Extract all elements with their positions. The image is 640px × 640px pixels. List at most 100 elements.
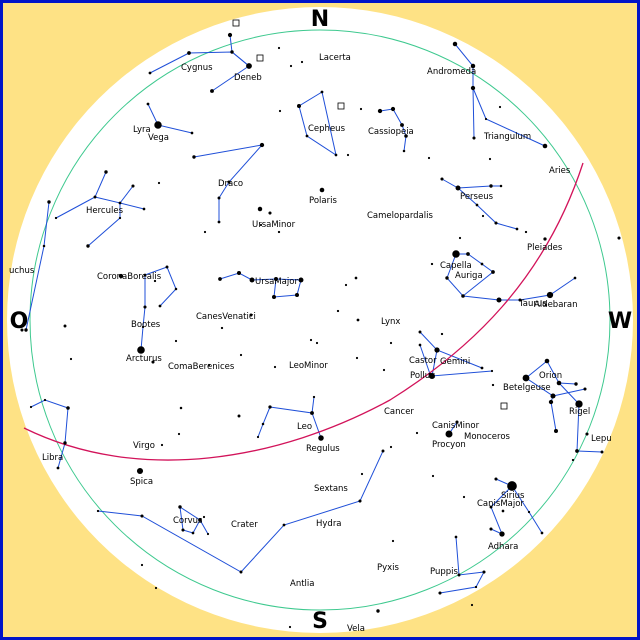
deep-sky-object-marker: [500, 402, 508, 410]
star: [256, 435, 260, 439]
compass-north: N: [311, 7, 329, 32]
star: [466, 252, 470, 256]
star: [202, 515, 206, 519]
star: [277, 230, 281, 234]
star: [336, 309, 340, 313]
sky-label: CoronaBorealis: [97, 272, 162, 282]
star: [574, 382, 578, 386]
sky-label: Cassiopeia: [368, 127, 414, 137]
star: [239, 353, 243, 357]
star: [455, 185, 461, 191]
constellation-line: [525, 377, 557, 432]
star: [482, 570, 486, 574]
star: [489, 505, 493, 509]
constellation-line: [140, 275, 146, 351]
star: [289, 64, 293, 68]
star: [404, 134, 408, 138]
star: [305, 134, 309, 138]
star: [192, 155, 196, 159]
sky-label: Lynx: [381, 317, 400, 327]
sky-label: Pollux: [410, 371, 435, 381]
star: [151, 360, 155, 364]
deep-sky-markers: [232, 19, 508, 410]
star: [187, 51, 191, 55]
star: [140, 563, 144, 567]
sky-label: Auriga: [455, 271, 483, 281]
star: [391, 539, 395, 543]
star: [257, 206, 263, 212]
star: [177, 432, 181, 436]
sky-label: Spica: [130, 477, 153, 487]
star: [440, 177, 444, 181]
constellation-line: [525, 360, 577, 385]
sky-label: UrsaMajor: [255, 277, 298, 287]
star: [548, 399, 554, 405]
star: [430, 262, 434, 266]
star: [277, 46, 281, 50]
star: [428, 372, 432, 376]
star: [153, 279, 157, 283]
star: [452, 41, 458, 47]
star: [527, 510, 531, 514]
sky-label: Rigel: [569, 407, 590, 417]
star: [381, 449, 385, 453]
constellation-line: [179, 506, 201, 534]
star: [154, 586, 158, 590]
star: [491, 383, 495, 387]
star: [66, 406, 70, 410]
star: [273, 365, 277, 369]
star: [515, 227, 519, 231]
star: [501, 509, 505, 513]
star: [480, 366, 484, 370]
constellation-line: [457, 187, 518, 230]
star: [131, 184, 135, 188]
sky-label: LeoMinor: [289, 361, 328, 371]
deep-sky-object-marker: [337, 102, 345, 110]
constellation-line: [441, 178, 501, 189]
star: [56, 466, 60, 470]
constellation-labels: CygnusDenebLacertaAndromedaLyraVegaCephe…: [9, 53, 612, 634]
star: [354, 276, 358, 280]
star: [484, 117, 488, 121]
sky-label: Cepheus: [308, 124, 346, 134]
star: [148, 71, 152, 75]
star: [47, 200, 51, 204]
star: [415, 431, 419, 435]
sky-label: UrsaMinor: [252, 220, 296, 230]
star: [207, 363, 211, 367]
star: [143, 273, 147, 277]
star: [457, 573, 461, 577]
sky-label: CanisMinor: [432, 421, 480, 431]
star: [452, 250, 460, 258]
sky-label: Capella: [440, 261, 472, 271]
star: [400, 123, 404, 127]
star: [140, 514, 144, 518]
star: [440, 332, 444, 336]
star: [178, 505, 182, 509]
star: [554, 429, 558, 433]
sky-label: Andromeda: [427, 67, 476, 77]
star: [445, 276, 449, 280]
star: [261, 422, 265, 426]
star: [181, 528, 185, 532]
star: [470, 63, 476, 69]
star: [179, 406, 183, 410]
star: [320, 90, 324, 94]
constellation-line: [311, 396, 315, 414]
star: [268, 405, 272, 409]
star: [542, 143, 548, 149]
constellation-line: [144, 266, 177, 307]
star: [191, 531, 195, 535]
sky-label: CanisMajor: [477, 499, 524, 509]
star: [300, 60, 304, 64]
star: [358, 499, 362, 503]
star: [571, 458, 575, 462]
star: [259, 142, 265, 148]
star: [543, 237, 547, 241]
star: [206, 532, 210, 536]
star: [272, 295, 276, 299]
star: [141, 325, 145, 329]
star: [118, 201, 122, 205]
sky-label: Libra: [42, 453, 63, 463]
